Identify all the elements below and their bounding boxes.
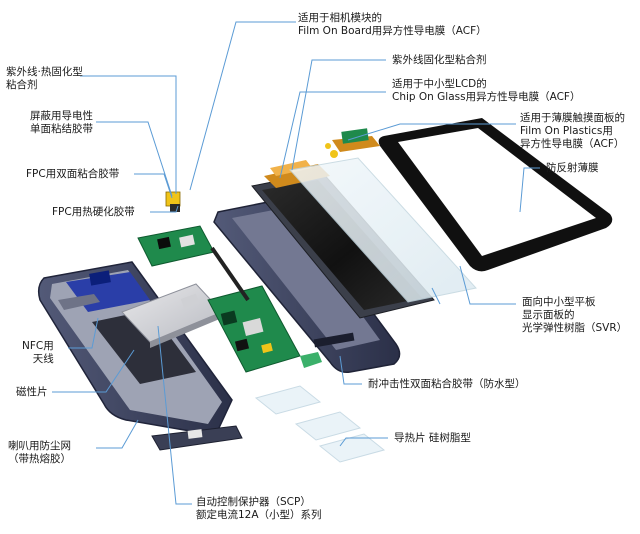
camera-module [165,191,181,212]
anti-reflection-panel [378,118,613,272]
back-housing [37,261,233,437]
label-acf-film-on-plastics: 适用于薄膜触摸面板的 Film On Plastics用 异方性导电膜（ACF） [520,112,625,150]
label-magnetic-sheet: 磁性片 [16,386,48,398]
label-impact-tape: 耐冲击性双面粘合胶带（防水型） [368,378,526,390]
label-speaker-mesh: 喇叭用防尘网 （带热熔胶） [8,440,71,465]
label-scp: 自动控制保护器（SCP） 额定电流12A（小型）系列 [196,496,322,521]
label-svr-resin: 面向中小型平板 显示面板的 光学弹性树脂（SVR） [522,296,628,334]
label-uv-adhesive: 紫外线固化型粘合剂 [392,54,487,66]
label-thermal-sheet: 导热片 硅树脂型 [394,432,471,444]
label-fpc-thermal-tape: FPC用热硬化胶带 [52,206,135,218]
speaker-mesh-part [151,425,243,451]
main-circuit-board [207,285,322,373]
label-acf-chip-on-glass: 适用于中小型LCD的 Chip On Glass用异方性导电膜（ACF） [392,78,581,103]
middle-frame [213,197,401,374]
glass-cover [289,157,477,303]
label-acf-film-on-board: 适用于相机模块的 Film On Board用异方性导电膜（ACF） [298,12,487,37]
thermal-sheets [254,385,386,463]
sub-circuit-board [137,225,250,302]
label-nfc-antenna: NFC用 天线 [22,340,54,365]
label-uv-thermal-adhesive: 紫外线·热固化型 粘合剂 [6,66,83,91]
label-anti-reflection-film: 防反射薄膜 [546,162,599,174]
leader-lines [52,21,540,505]
label-shield-tape: 屏蔽用导电性 单面粘结胶带 [30,110,93,135]
label-fpc-double-tape: FPC用双面粘合胶带 [26,168,120,180]
